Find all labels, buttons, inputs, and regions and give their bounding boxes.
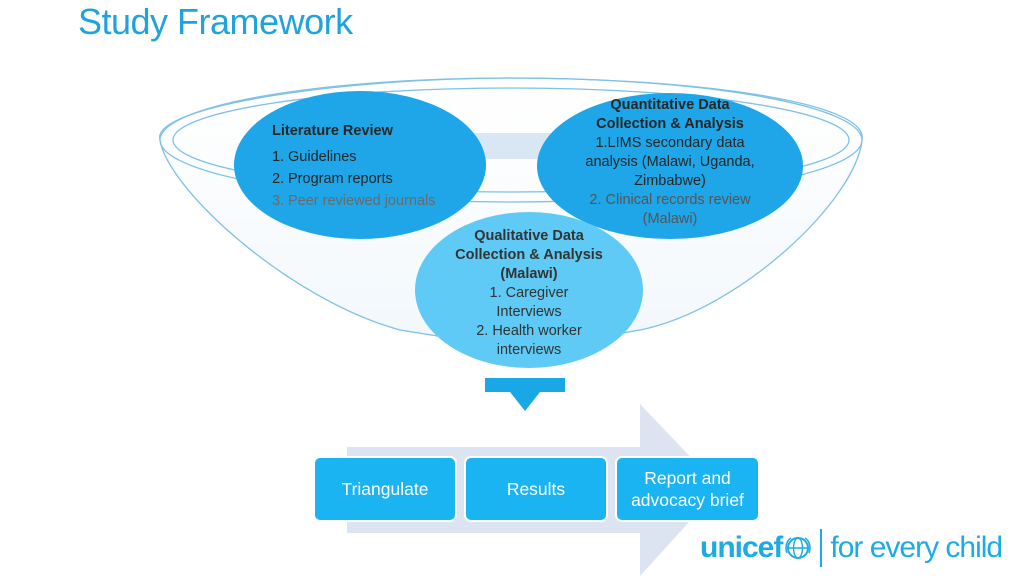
funnel-rim-inner (172, 87, 850, 193)
quantitative-line: Zimbabwe) (634, 173, 706, 189)
list-item: 1.Guidelines (272, 149, 357, 165)
list-item: 2.Program reports (272, 171, 393, 187)
qualitative-line: Interviews (496, 304, 562, 320)
step-triangulate: Triangulate (313, 456, 457, 522)
literature-circle (234, 91, 486, 239)
logo-divider (820, 529, 823, 567)
qualitative-line: interviews (496, 342, 562, 358)
page-title: Study Framework (78, 1, 353, 42)
logo-brand: unicef (700, 531, 783, 564)
qualitative-line: 2. Health worker (476, 323, 582, 339)
quantitative-line: 1.LIMS secondary data (595, 135, 745, 151)
qualitative-heading-line: Qualitative Data (474, 228, 584, 244)
step-results: Results (464, 456, 608, 522)
quantitative-line: analysis (Malawi, Uganda, (585, 154, 755, 170)
qualitative-line: 1. Caregiver (489, 285, 569, 301)
qualitative-heading-line: (Malawi) (500, 266, 558, 282)
quantitative-circle (537, 93, 803, 239)
quantitative-label: Quantitative Data Collection & Analysis … (570, 96, 770, 229)
globe-emblem-icon (785, 537, 812, 559)
literature-heading: Literature Review (272, 123, 393, 139)
quantitative-heading-line: Quantitative Data (610, 97, 730, 113)
literature-review-label: Literature Review 1.Guidelines 2.Program… (272, 122, 472, 214)
down-arrow (485, 378, 565, 411)
quantitative-heading-line: Collection & Analysis (596, 116, 744, 132)
unicef-logo: unicef for every child (700, 527, 1003, 569)
qualitative-label: Qualitative Data Collection & Analysis (… (434, 227, 624, 360)
literature-list: 1.Guidelines 2.Program reports 3.Peer re… (272, 148, 472, 211)
step-report-advocacy-brief: Report and advocacy brief (615, 456, 760, 522)
funnel-rim-outer (159, 77, 863, 203)
qualitative-heading-line: Collection & Analysis (455, 247, 603, 263)
quantitative-line: 2. Clinical records review (589, 192, 751, 208)
list-item: 3.Peer reviewed journals (272, 193, 436, 209)
logo-tagline: for every child (830, 531, 1003, 564)
qualitative-circle (415, 212, 643, 368)
quantitative-line: (Malawi) (642, 211, 698, 227)
